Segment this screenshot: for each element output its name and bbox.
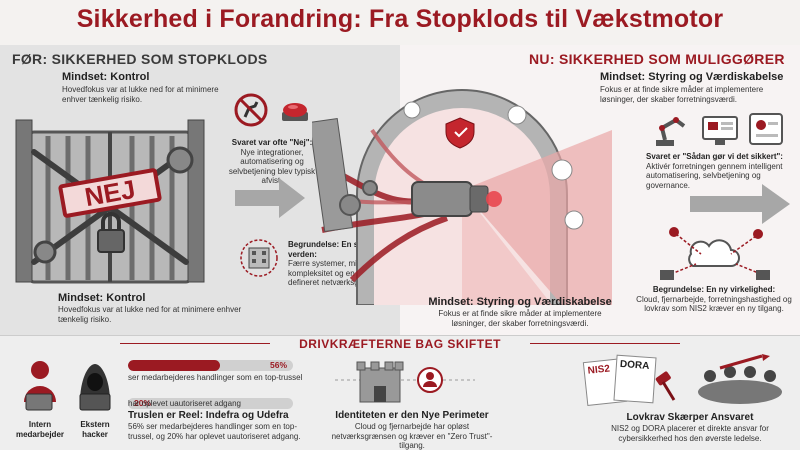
before-reason-text: Færre systemer, mindre kompleksitet og e… [288, 259, 384, 287]
before-mindset-top-title: Mindset: Kontrol [62, 71, 150, 83]
before-answer-title: Svaret var ofte "Nej": [231, 138, 313, 147]
now-mindset-top-title: Mindset: Styring og Værdiskabelse [600, 71, 784, 83]
drivers-heading: DRIVKRÆFTERNE BAG SKIFTET [299, 337, 501, 351]
now-reason: Begrundelse: En ny virkelighed: Cloud, f… [634, 285, 794, 314]
stat1-bar: 56% [128, 360, 293, 371]
before-reason-title: Begrundelse: En simpel verden: [288, 240, 380, 259]
now-mindset-bottom-text: Fokus er at finde sikre måder at impleme… [438, 309, 602, 328]
now-answer-text: Aktivér forretningen gennem intelligent … [646, 161, 783, 190]
identity-perimeter-icon [335, 361, 475, 403]
no-automation-icon [234, 93, 268, 127]
arrow-right-big-icon [690, 184, 790, 224]
robot-arm-icon [656, 117, 686, 146]
page-title: Sikkerhed i Forandring: Fra Stopklods ti… [76, 5, 724, 33]
now-mindset-top-text: Fokus er at finde sikre måder at impleme… [600, 85, 764, 104]
identity-text: Cloud og fjernarbejde har opløst netværk… [331, 422, 493, 450]
stat1-value: 56% [269, 360, 287, 370]
identity-block: Identiteten er den Nye Perimeter Cloud o… [322, 410, 502, 450]
before-heading: FØR: SIKKERHED SOM STOPKLODS [12, 51, 268, 67]
building-network-icon [240, 239, 278, 277]
stat2-bar-fill [128, 398, 161, 409]
before-mindset-bottom-text: Hovedfokus var at lukke ned for at minim… [58, 305, 242, 324]
now-reason-text: Cloud, fjernarbejde, forretningshastighe… [636, 294, 792, 314]
hacker-icon [79, 364, 111, 411]
now-reason-title: Begrundelse: En ny virkelighed: [652, 285, 776, 294]
before-mindset-top: Mindset: Kontrol Hovedfokus var at lukke… [62, 71, 222, 104]
hacker-label: Ekstern hacker [80, 420, 110, 439]
law-title: Lovkrav Skærper Ansvaret [626, 412, 754, 423]
before-mindset-bottom: Mindset: Kontrol Hovedfokus var at lukke… [58, 292, 248, 324]
boardroom-icon [698, 354, 782, 404]
stop-button-icon [282, 103, 308, 121]
insider-label: Intern medarbejder [15, 420, 65, 439]
law-text: NIS2 og DORA placerer et direkte ansvar … [611, 424, 769, 443]
now-answer-title: Svaret er "Sådan gør vi det sikkert": [646, 152, 783, 161]
stat2-value: 20% [134, 398, 152, 408]
stat1-text: ser medarbejderes handlinger som en top-… [128, 373, 303, 382]
now-mindset-top: Mindset: Styring og Værdiskabelse Fokus … [600, 71, 790, 104]
stat2-bar: 20% [128, 398, 293, 409]
now-mindset-bottom-title: Mindset: Styring og Værdiskabelse [428, 296, 612, 308]
identity-title: Identiteten er den Nye Perimeter [335, 410, 489, 421]
before-reason: Begrundelse: En simpel verden: Færre sys… [288, 240, 398, 288]
gavel-icon [655, 371, 676, 401]
before-answer: Svaret var ofte "Nej": Nye integrationer… [222, 138, 322, 186]
law-block: Lovkrav Skærper Ansvaret NIS2 og DORA pl… [590, 412, 790, 443]
now-heading: NU: SIKKERHED SOM MULIGGØRER [529, 51, 785, 67]
before-answer-text: Nye integrationer, automatisering og sel… [228, 147, 316, 186]
before-mindset-top-text: Hovedfokus var at lukke ned for at minim… [62, 85, 219, 104]
stat2-text: har oplevet uautoriseret adgang [128, 399, 241, 408]
engine-portal-illustration [312, 88, 612, 305]
user-profile-icon [749, 113, 783, 145]
now-mindset-bottom: Mindset: Styring og Værdiskabelse Fokus … [420, 296, 620, 328]
drivers-divider-left [120, 343, 270, 344]
threat-title: Truslen er Reel: Indefra og Udefra [128, 410, 289, 421]
insider-employee-icon [24, 361, 56, 411]
stat1-bar-fill [128, 360, 221, 371]
before-mindset-bottom-title: Mindset: Kontrol [58, 292, 146, 304]
arrow-right-icon [235, 178, 305, 218]
cloud-network-icon [660, 227, 770, 280]
now-answer: Svaret er "Sådan gør vi det sikkert": Ak… [646, 152, 796, 190]
threat-block: Truslen er Reel: Indefra og Udefra 56% s… [128, 410, 318, 441]
threat-text: 56% ser medarbejderes handlinger som en … [128, 422, 301, 441]
dashboard-monitor-icon [702, 116, 738, 145]
drivers-divider-right [530, 343, 680, 344]
